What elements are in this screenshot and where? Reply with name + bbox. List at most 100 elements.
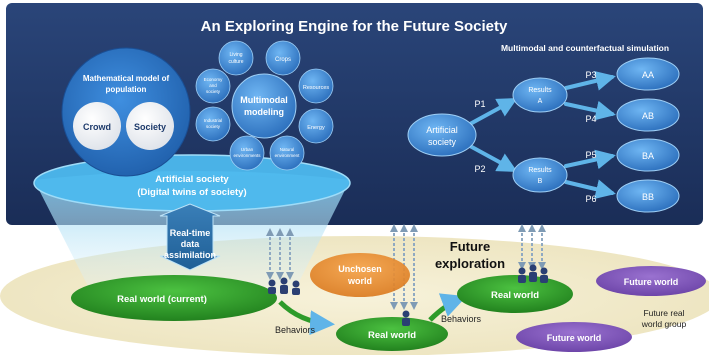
person-icon bbox=[292, 280, 300, 288]
future-group-line1: Future real bbox=[643, 308, 684, 318]
petal-natural-environment-line1: Natural bbox=[280, 147, 295, 152]
person-icon bbox=[280, 277, 288, 285]
assimilation-line2: data bbox=[181, 239, 201, 249]
leaf-aa-label: AA bbox=[642, 70, 654, 80]
person-icon bbox=[402, 310, 410, 318]
leaf-bb bbox=[616, 179, 680, 213]
artificial-society-line2: (Digital twins of society) bbox=[137, 187, 246, 198]
petal-living-culture-line2: culture bbox=[228, 59, 243, 65]
petal-economy-line3: society bbox=[206, 89, 221, 94]
tree-root-line2: society bbox=[428, 137, 457, 147]
real-world-center-ellipse bbox=[336, 317, 448, 351]
leaf-ab bbox=[616, 98, 680, 132]
society-label: Society bbox=[134, 122, 166, 132]
multimodal-modeling-cluster bbox=[195, 40, 334, 171]
real-world-current-ellipse bbox=[71, 275, 277, 321]
real-world-center-label: Real world bbox=[368, 330, 416, 341]
behaviors-arrow-left bbox=[278, 300, 335, 336]
edge-p5 bbox=[564, 149, 616, 170]
real-world-right-ellipse bbox=[457, 275, 573, 313]
petal-natural-environment bbox=[269, 135, 305, 171]
future-world-top-label: Future world bbox=[624, 277, 679, 287]
page-title: An Exploring Engine for the Future Socie… bbox=[201, 18, 508, 35]
petal-urban-environments bbox=[229, 135, 265, 171]
petal-urban-environments-line2: environments bbox=[233, 153, 261, 158]
person-icon bbox=[268, 279, 276, 287]
people-right-icon bbox=[518, 264, 548, 283]
edge-p6 bbox=[564, 179, 616, 200]
edge-p1 bbox=[468, 98, 518, 126]
panel-subtitle: Multimodal and counterfactual simulation bbox=[501, 43, 669, 53]
future-exploration-line1: Future bbox=[450, 239, 490, 254]
tree-edges bbox=[468, 70, 616, 200]
assimilation-line3: assimilation bbox=[164, 250, 216, 260]
behaviors-label-left: Behaviors bbox=[275, 325, 316, 335]
real-world-current-label: Real world (current) bbox=[117, 294, 207, 305]
people-group-icon bbox=[268, 277, 300, 295]
petal-industrial-society-line2: society bbox=[206, 124, 221, 129]
person-icon bbox=[529, 264, 537, 272]
petal-industrial-society-line1: Industrial bbox=[204, 118, 222, 123]
petal-economy-line1: Economy bbox=[204, 77, 224, 82]
petal-living-culture bbox=[218, 40, 254, 76]
behaviors-label-right: Behaviors bbox=[441, 314, 482, 324]
results-a-line2: A bbox=[538, 98, 543, 105]
society-circle bbox=[126, 102, 174, 150]
petal-economy-society bbox=[195, 68, 231, 104]
path-p1-label: P1 bbox=[474, 99, 485, 109]
path-p5-label: P5 bbox=[585, 150, 596, 160]
person-body-icon bbox=[280, 285, 288, 294]
petal-living-culture-line1: Living bbox=[229, 52, 242, 58]
assimilation-arrow bbox=[159, 203, 221, 271]
assimilation-line1: Real-time bbox=[170, 228, 211, 238]
petal-urban-environments-line1: Urban bbox=[241, 147, 254, 152]
petal-natural-environment-line2: environment bbox=[275, 153, 301, 158]
edge-p4 bbox=[564, 100, 616, 121]
results-b-line1: Results bbox=[528, 167, 552, 174]
multimodal-center-line1: Multimodal bbox=[240, 95, 288, 105]
person-body-icon bbox=[518, 275, 526, 283]
leaf-ba bbox=[616, 138, 680, 172]
petal-crops-label: Crops bbox=[275, 57, 291, 63]
multimodal-center-line2: modeling bbox=[244, 107, 284, 117]
data-link-lines bbox=[266, 224, 546, 310]
edge-p2 bbox=[468, 144, 518, 172]
person-icon bbox=[540, 267, 548, 275]
petal-resources bbox=[298, 68, 334, 104]
artificial-society-line1: Artificial society bbox=[155, 174, 229, 185]
crowd-circle bbox=[73, 102, 121, 150]
math-model-title-line2: population bbox=[106, 85, 147, 94]
results-b-node bbox=[512, 157, 568, 193]
unchosen-world-line1: Unchosen bbox=[338, 264, 382, 274]
person-body-icon bbox=[402, 318, 410, 326]
leaf-bb-label: BB bbox=[642, 192, 654, 202]
leaf-ab-label: AB bbox=[642, 111, 654, 121]
future-world-bottom-label: Future world bbox=[547, 333, 602, 343]
person-body-icon bbox=[540, 275, 548, 283]
petal-energy-label: Energy bbox=[307, 125, 325, 131]
petal-economy-line2: and bbox=[209, 83, 217, 88]
petal-crops bbox=[265, 40, 301, 76]
results-a-node bbox=[512, 77, 568, 113]
petal-energy bbox=[298, 108, 334, 144]
person-icon bbox=[518, 267, 526, 275]
people-center-icon bbox=[402, 310, 410, 326]
path-p2-label: P2 bbox=[474, 164, 485, 174]
person-body-icon bbox=[529, 272, 537, 282]
real-world-right-label: Real world bbox=[491, 290, 539, 301]
crowd-label: Crowd bbox=[83, 122, 111, 132]
unchosen-world-line2: world bbox=[347, 276, 372, 286]
results-a-line1: Results bbox=[528, 87, 552, 94]
person-body-icon bbox=[268, 287, 276, 294]
edge-p3 bbox=[564, 70, 616, 91]
path-p3-label: P3 bbox=[585, 70, 596, 80]
future-world-bottom-ellipse bbox=[516, 322, 632, 352]
petal-resources-label: Resources bbox=[303, 85, 330, 91]
math-model-title-line1: Mathematical model of bbox=[83, 74, 170, 83]
future-group-line2: world group bbox=[641, 319, 687, 329]
future-world-top-ellipse bbox=[596, 266, 706, 296]
unchosen-world-ellipse bbox=[310, 253, 410, 297]
future-exploration-line2: exploration bbox=[435, 256, 505, 271]
petal-industrial-society bbox=[195, 106, 231, 142]
